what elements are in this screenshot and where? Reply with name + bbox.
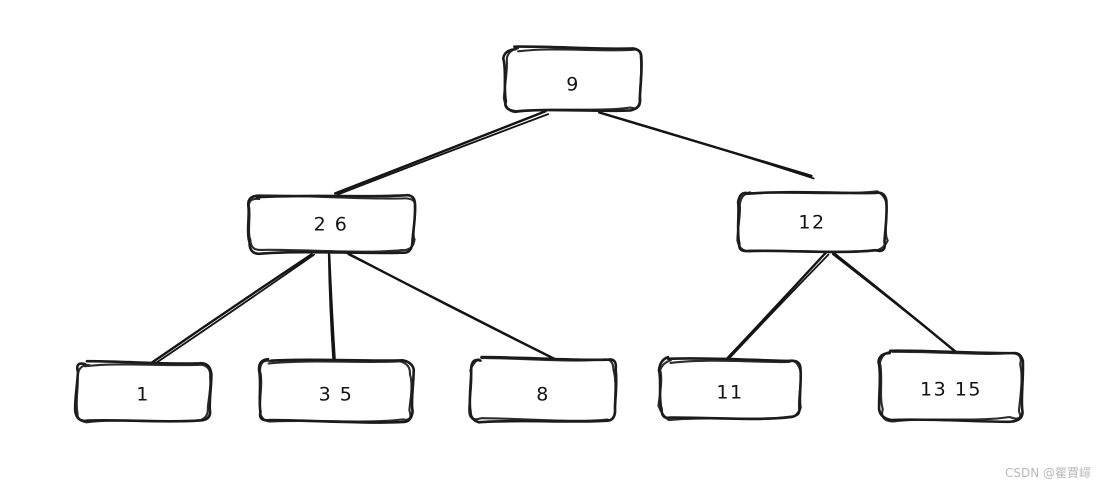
edge-root-left (334, 110, 550, 196)
tree-node-leaf-2[interactable]: 3 5 (257, 357, 416, 424)
tree-node-internal-right[interactable]: 12 (736, 190, 889, 254)
tree-node-label: 8 (536, 384, 550, 406)
edge-layer (150, 110, 961, 366)
node-layer: 9 2 6 12 1 3 5 8 11 13 15 (73, 45, 1025, 424)
tree-node-leaf-5[interactable]: 13 15 (877, 349, 1025, 424)
tree-node-label: 11 (716, 382, 743, 404)
edge-right-leaf4 (724, 251, 830, 362)
tree-node-label: 13 15 (920, 379, 982, 401)
tree-node-label: 12 (798, 212, 825, 234)
tree-node-label: 2 6 (314, 214, 349, 236)
edge-left-leaf2 (327, 253, 337, 364)
tree-node-label: 1 (136, 384, 150, 406)
edge-left-leaf1 (150, 253, 316, 366)
tree-node-leaf-4[interactable]: 11 (657, 355, 803, 422)
edge-root-right (598, 111, 815, 180)
tree-node-label: 3 5 (319, 384, 354, 406)
tree-node-leaf-1[interactable]: 1 (73, 359, 213, 424)
tree-node-label: 9 (566, 74, 580, 96)
tree-node-internal-left[interactable]: 2 6 (246, 193, 417, 256)
tree-node-root[interactable]: 9 (501, 45, 643, 114)
edge-left-leaf3 (346, 252, 560, 363)
edge-right-leaf5 (830, 250, 961, 356)
watermark-label: CSDN @瞿賈嶵 (1004, 466, 1091, 480)
tree-node-leaf-3[interactable]: 8 (468, 355, 618, 424)
